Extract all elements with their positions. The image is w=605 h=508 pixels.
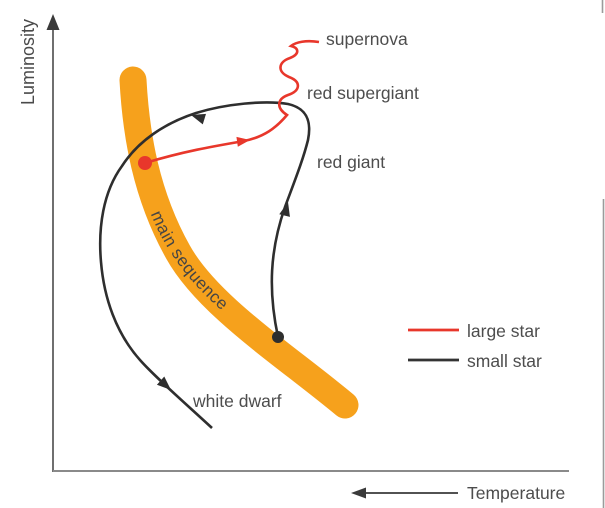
main-sequence-label: main sequence [147, 208, 232, 314]
y-axis-arrowhead-icon [46, 14, 60, 30]
legend: large star small star [408, 321, 542, 371]
ascent-arrowhead-icon [279, 202, 290, 217]
large-star-start-dot [138, 156, 152, 170]
x-axis-label: Temperature [467, 483, 565, 503]
legend-small-star-label: small star [467, 351, 542, 371]
red-giant-label: red giant [317, 152, 385, 172]
small-star-path [98, 101, 311, 429]
large-star-path [144, 39, 320, 165]
white-dwarf-label: white dwarf [192, 391, 282, 411]
red-supergiant-label: red supergiant [307, 83, 419, 103]
leftward-arrowhead-icon [191, 113, 206, 125]
y-axis-label: Luminosity [18, 19, 38, 105]
temperature-arrowhead-icon [351, 487, 366, 499]
supernova-label: supernova [326, 29, 408, 49]
large-star-arrowhead-icon [236, 136, 250, 147]
main-sequence-band [119, 66, 359, 419]
white-dwarf-arrowhead-icon [156, 376, 171, 390]
legend-large-star-label: large star [467, 321, 540, 341]
small-star-start-dot [272, 331, 284, 343]
